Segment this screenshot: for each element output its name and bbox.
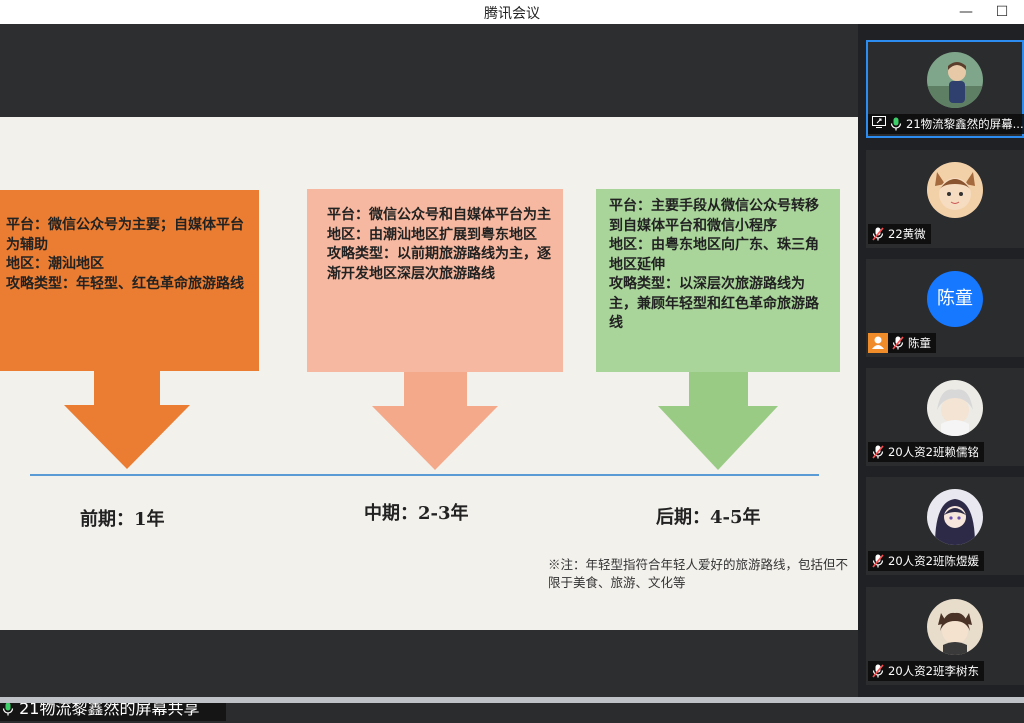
participant-tile[interactable]: 陈童 陈童 [866,259,1024,357]
maximize-button[interactable]: ☐ [995,4,1009,20]
mic-muted-icon [872,664,884,678]
participant-name: 21物流黎鑫然的屏幕... [906,117,1024,131]
participant-tile[interactable]: 20人资2班李树东 [866,587,1024,685]
participant-namebar: 21物流黎鑫然的屏幕... [868,114,1024,134]
participant-name: 陈童 [908,336,931,350]
participant-name: 20人资2班李树东 [888,664,979,678]
phase-box-middle-text: 平台：微信公众号和自媒体平台为主 地区：由潮汕地区扩展到粤东地区 攻略类型：以前… [327,207,551,282]
participant-namebar: 陈童 [868,333,936,353]
window-title: 腾讯会议 [484,6,540,22]
mic-muted-icon [872,554,884,568]
phase-box-early-text: 平台：微信公众号为主要；自媒体平台为辅助 地区：潮汕地区 攻略类型：年轻型、红色… [6,217,244,292]
phase-label-early: 前期：1年 [80,509,165,530]
phase-box-late: 平台：主要手段从微信公众号转移到自媒体平台和微信小程序 地区：由粤东地区向广东、… [596,189,840,372]
participant-namebar: 20人资2班赖儒铭 [868,442,984,462]
phase-box-middle: 平台：微信公众号和自媒体平台为主 地区：由潮汕地区扩展到粤东地区 攻略类型：以前… [307,189,563,372]
text-avatar: 陈童 [927,271,983,327]
host-icon [868,333,888,353]
girl-cat-ears-avatar [927,162,983,218]
shared-screen: 平台：微信公众号为主要；自媒体平台为辅助 地区：潮汕地区 攻略类型：年轻型、红色… [0,24,858,721]
participant-namebar: 20人资2班陈煜媛 [868,551,984,571]
anime-white-hair-avatar [927,380,983,436]
phase-label-middle: 中期：2-3年 [364,503,469,524]
timeline-line [30,474,819,476]
boy-photo-avatar [927,52,983,108]
mic-muted-icon [892,336,904,350]
participant-namebar: 20人资2班李树东 [868,661,984,681]
mic-icon [890,117,902,131]
participant-tile[interactable]: 20人资2班赖儒铭 [866,368,1024,466]
participant-tile[interactable]: 22黄微 [866,150,1024,248]
title-bar: 腾讯会议 — ☐ [0,0,1024,24]
slide: 平台：微信公众号为主要；自媒体平台为辅助 地区：潮汕地区 攻略类型：年轻型、红色… [0,117,858,630]
bottom-strip [0,697,1024,703]
arrow-down-icon [372,372,498,470]
arrow-down-icon [64,371,190,469]
anime-cat-ears-avatar [927,599,983,655]
mic-muted-icon [872,227,884,241]
participant-tile[interactable]: 21物流黎鑫然的屏幕... [866,40,1024,138]
slide-note: ※注：年轻型指符合年轻人爱好的旅游路线，包括但不限于美食、旅游、文化等 [548,557,849,590]
participant-namebar: 22黄微 [868,224,931,244]
participant-tile[interactable]: 20人资2班陈煜媛 [866,477,1024,575]
participant-name: 22黄微 [888,227,926,241]
participant-name: 20人资2班陈煜媛 [888,554,979,568]
arrow-down-icon [658,372,778,470]
phase-box-late-text: 平台：主要手段从微信公众号转移到自媒体平台和微信小程序 地区：由粤东地区向广东、… [609,198,819,331]
phase-box-early: 平台：微信公众号为主要；自媒体平台为辅助 地区：潮汕地区 攻略类型：年轻型、红色… [0,190,259,371]
screen-share-icon [872,114,886,134]
minimize-button[interactable]: — [959,4,973,20]
mic-muted-icon [872,445,884,459]
anime-girl-avatar [927,489,983,545]
participant-name: 20人资2班赖儒铭 [888,445,979,459]
participant-panel: 21物流黎鑫然的屏幕... 22黄微 陈童 陈童 20人资2班赖儒铭 [858,24,1024,703]
phase-label-late: 后期：4-5年 [656,507,761,528]
